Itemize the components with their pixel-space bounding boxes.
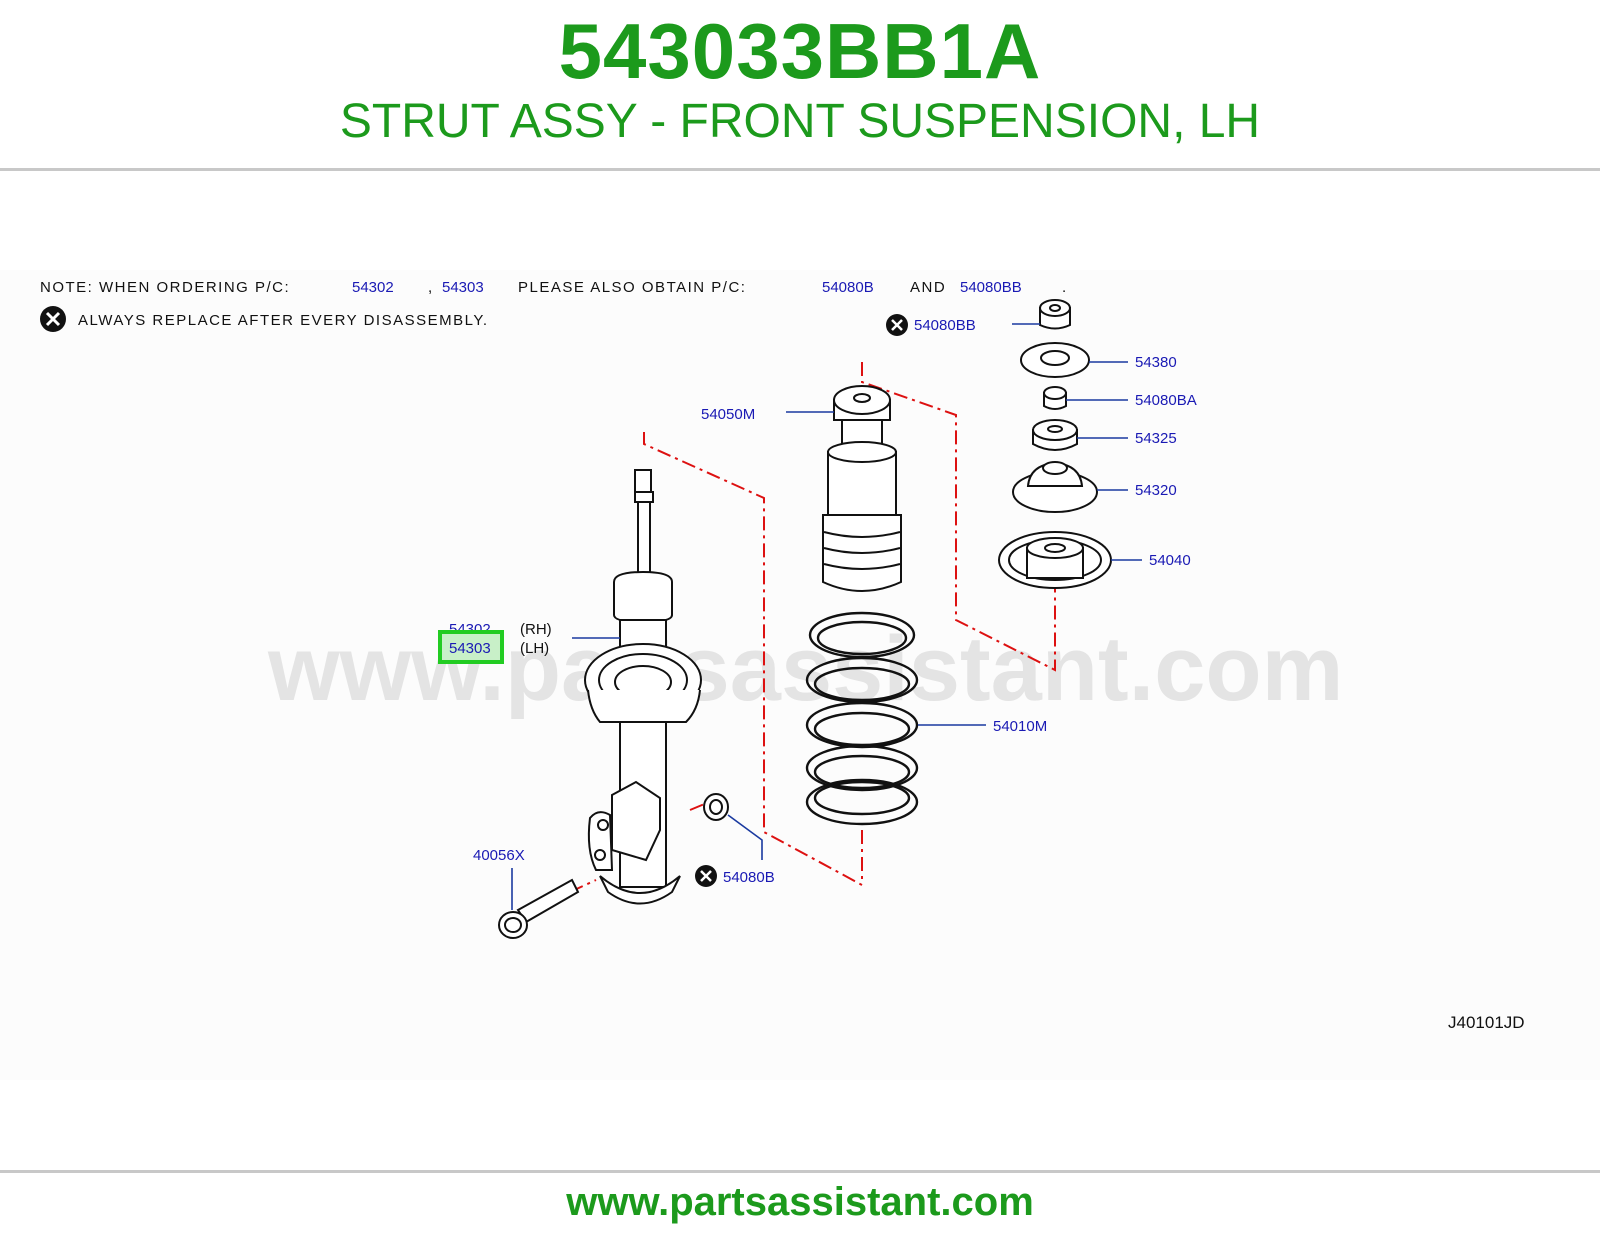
page-header: 543033BB1A STRUT ASSY - FRONT SUSPENSION… bbox=[0, 0, 1600, 170]
replace-x-icon-54080b bbox=[695, 865, 717, 887]
callout-54080b[interactable]: 54080B bbox=[723, 869, 775, 886]
note-ref-54303[interactable]: 54303 bbox=[442, 279, 484, 296]
callout-54010m[interactable]: 54010M bbox=[993, 718, 1047, 735]
note-period: . bbox=[1062, 279, 1068, 296]
nut-54080ba-illustration bbox=[1043, 386, 1067, 410]
note-always-replace: ALWAYS REPLACE AFTER EVERY DISASSEMBLY. bbox=[78, 312, 489, 329]
note-prefix: NOTE: WHEN ORDERING P/C: bbox=[40, 279, 290, 296]
replace-x-icon bbox=[40, 306, 66, 332]
diagram-code: J40101JD bbox=[1448, 1013, 1525, 1032]
insulator-54320-illustration bbox=[1012, 461, 1098, 513]
nut-54080b-illustration bbox=[703, 793, 729, 821]
note-ref-54302[interactable]: 54302 bbox=[352, 279, 394, 296]
footer-url[interactable]: www.partsassistant.com bbox=[566, 1180, 1034, 1224]
strut-assembly-illustration bbox=[584, 469, 702, 905]
nut-54080bb-illustration bbox=[1039, 299, 1071, 330]
callout-54325[interactable]: 54325 bbox=[1135, 430, 1177, 447]
lh-label: (LH) bbox=[520, 640, 549, 657]
coil-spring-illustration bbox=[805, 611, 919, 826]
washer-54380-illustration bbox=[1020, 342, 1090, 378]
header-divider bbox=[0, 168, 1600, 171]
callout-54050m[interactable]: 54050M bbox=[701, 406, 755, 423]
alignment-line-mount bbox=[861, 362, 1056, 672]
note-ref-54080b[interactable]: 54080B bbox=[822, 279, 874, 296]
seat-54040-illustration bbox=[998, 531, 1112, 589]
part-number: 543033BB1A bbox=[558, 7, 1042, 95]
parts-diagram: www.partsassistant.com NOTE: WHEN ORDERI… bbox=[0, 270, 1600, 1080]
highlight-box-54303 bbox=[438, 630, 504, 664]
bushing-54325-illustration bbox=[1032, 419, 1078, 451]
note-mid-text: PLEASE ALSO OBTAIN P/C: bbox=[518, 279, 746, 296]
watermark-text: www.partsassistant.com bbox=[267, 618, 1343, 720]
callout-40056x[interactable]: 40056X bbox=[473, 847, 525, 864]
replace-x-icon-54080bb bbox=[886, 314, 908, 336]
footer-divider bbox=[0, 1170, 1600, 1173]
part-title: STRUT ASSY - FRONT SUSPENSION, LH bbox=[339, 95, 1261, 148]
callout-54080bb[interactable]: 54080BB bbox=[914, 317, 976, 334]
leader-54080b bbox=[727, 814, 763, 860]
bolt-illustration bbox=[498, 878, 580, 939]
callout-54380[interactable]: 54380 bbox=[1135, 354, 1177, 371]
note-ref-54080bb[interactable]: 54080BB bbox=[960, 279, 1022, 296]
note-and: AND bbox=[910, 279, 946, 296]
callout-54320[interactable]: 54320 bbox=[1135, 482, 1177, 499]
note-separator: , bbox=[428, 279, 434, 296]
callout-54303[interactable]: 54303 bbox=[449, 640, 491, 657]
diagram-svg: www.partsassistant.com NOTE: WHEN ORDERI… bbox=[40, 279, 1525, 1032]
rh-label: (RH) bbox=[520, 621, 552, 638]
callout-54040[interactable]: 54040 bbox=[1149, 552, 1191, 569]
boot-illustration bbox=[822, 385, 902, 592]
alignment-line-strut bbox=[643, 432, 863, 886]
callout-54080ba[interactable]: 54080BA bbox=[1135, 392, 1197, 409]
